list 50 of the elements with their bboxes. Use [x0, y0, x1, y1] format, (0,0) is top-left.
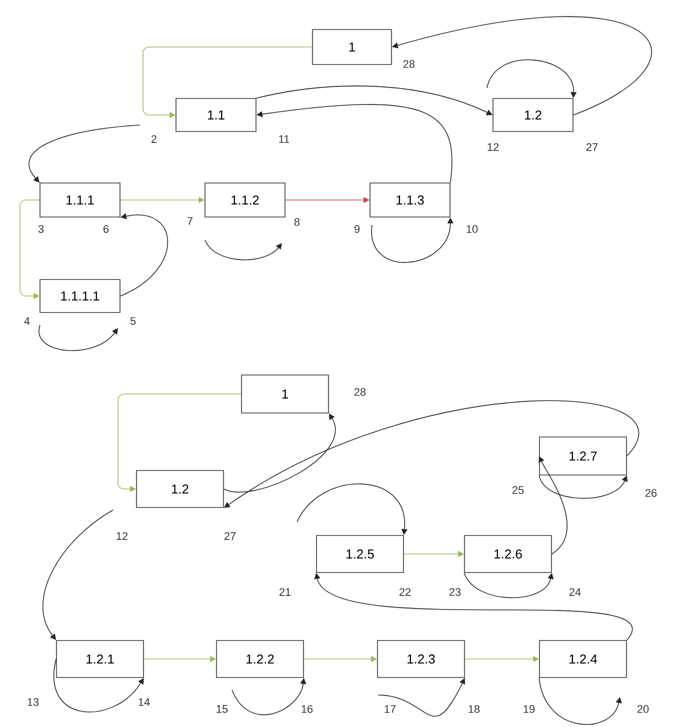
step-number: 8: [294, 218, 300, 226]
step-number: 4: [24, 317, 30, 325]
tree-node-box: 1.2.7: [539, 436, 627, 476]
step-number: 3: [38, 225, 44, 233]
step-number: 24: [569, 588, 581, 596]
tree-node-box: 1.2.3: [377, 640, 465, 678]
tree-node-box: 1.2: [136, 470, 224, 508]
tree-node-box: 1.1.1.1: [40, 279, 120, 313]
tree-node-box: 1.1: [176, 98, 256, 132]
step-number: 7: [188, 217, 192, 225]
tree-node-box: 1.2.1: [56, 640, 144, 678]
tree-node-box: 1.1.1: [40, 182, 120, 218]
tree-node-box: 1: [241, 374, 329, 414]
step-number: 20: [637, 705, 649, 713]
step-number: 21: [279, 588, 291, 596]
traversal-arrow: [120, 213, 168, 296]
tree-node-box: 1.2.2: [216, 640, 304, 678]
tree-node-box: 1.2.5: [316, 535, 404, 573]
step-number: 28: [354, 388, 366, 396]
step-number: 23: [449, 588, 461, 596]
step-number: 26: [645, 489, 657, 497]
tree-node-box: 1.2.4: [539, 640, 627, 678]
step-number: 10: [466, 225, 478, 233]
tree-node-box: 1.2: [492, 98, 574, 132]
step-number: 9: [354, 225, 360, 233]
step-number: 15: [216, 705, 228, 713]
traversal-arrow: [538, 456, 568, 554]
traversal-arrow: [54, 658, 144, 712]
step-number: 11: [279, 135, 290, 143]
traversal-arrow: [464, 572, 554, 598]
step-number: 17: [384, 705, 396, 713]
tree-node-box: 1.1.2: [204, 182, 286, 218]
step-number: 27: [586, 143, 598, 151]
tree-node-box: 1: [312, 29, 392, 65]
step-number: 16: [302, 705, 313, 713]
step-number: 5: [130, 317, 136, 325]
step-number: 25: [512, 486, 524, 494]
tree-node-box: 1.2.6: [464, 535, 552, 573]
step-number: 19: [524, 705, 535, 713]
step-number: 28: [403, 60, 415, 68]
step-number: 12: [116, 532, 128, 540]
step-number: 14: [138, 698, 150, 706]
step-number: 2: [152, 135, 156, 143]
step-number: 27: [224, 532, 236, 540]
traversal-arrow: [538, 678, 622, 725]
step-number: 12: [488, 143, 499, 151]
step-number: 13: [28, 698, 39, 706]
tree-node-box: 1.1.3: [370, 182, 450, 218]
step-number: 18: [468, 705, 480, 713]
step-number: 22: [399, 588, 411, 596]
